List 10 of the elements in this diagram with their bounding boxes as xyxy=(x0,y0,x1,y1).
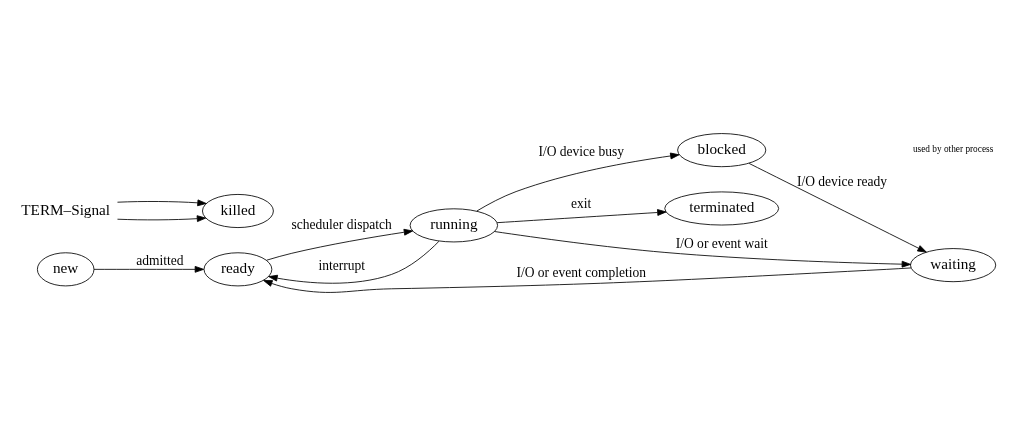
label: used by other process xyxy=(912,143,994,154)
edge-label: scheduler dispatch xyxy=(291,216,392,232)
edge-label: I/O or event completion xyxy=(516,264,646,280)
node-text: TERM–Signal xyxy=(21,200,111,218)
edge-label: admitted xyxy=(136,252,184,268)
edge-label: I/O or event wait xyxy=(675,235,768,251)
edge-label: I/O device ready xyxy=(796,173,887,189)
edge-label: I/O device busy xyxy=(538,143,624,159)
edge-label: exit xyxy=(571,195,592,211)
edge-label: interrupt xyxy=(318,257,365,273)
